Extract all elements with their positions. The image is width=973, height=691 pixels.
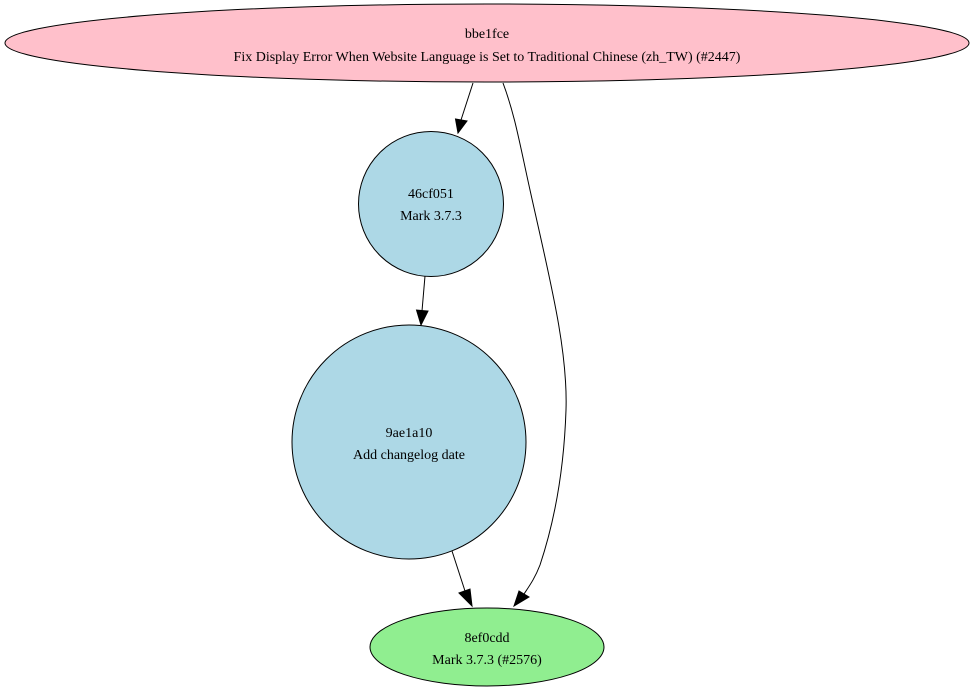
nodes: bbe1fce Fix Display Error When Website L…: [4, 3, 970, 687]
node-bbe1fce-shape: [4, 3, 970, 83]
node-46cf051[interactable]: 46cf051 Mark 3.7.3: [358, 131, 504, 277]
node-8ef0cdd-message: Mark 3.7.3 (#2576): [432, 653, 542, 668]
edge-bbe1fce-8ef0cdd: [502, 82, 567, 608]
edges: [415, 82, 567, 608]
node-9ae1a10-shape: [291, 324, 527, 560]
node-46cf051-message: Mark 3.7.3: [400, 209, 462, 224]
node-bbe1fce[interactable]: bbe1fce Fix Display Error When Website L…: [4, 3, 970, 83]
node-8ef0cdd-shape: [369, 607, 605, 687]
edge-46cf051-9ae1a10: [415, 275, 429, 327]
edge-bbe1fce-46cf051: [454, 82, 474, 135]
node-8ef0cdd[interactable]: 8ef0cdd Mark 3.7.3 (#2576): [369, 607, 605, 687]
edge-9ae1a10-8ef0cdd: [451, 550, 473, 608]
node-bbe1fce-hash: bbe1fce: [465, 27, 509, 42]
node-9ae1a10-hash: 9ae1a10: [386, 426, 433, 441]
node-9ae1a10-message: Add changelog date: [353, 448, 465, 463]
node-8ef0cdd-hash: 8ef0cdd: [464, 631, 509, 646]
node-9ae1a10[interactable]: 9ae1a10 Add changelog date: [291, 324, 527, 560]
node-46cf051-hash: 46cf051: [408, 187, 454, 202]
node-46cf051-shape: [358, 131, 504, 277]
node-bbe1fce-message: Fix Display Error When Website Language …: [234, 50, 741, 65]
